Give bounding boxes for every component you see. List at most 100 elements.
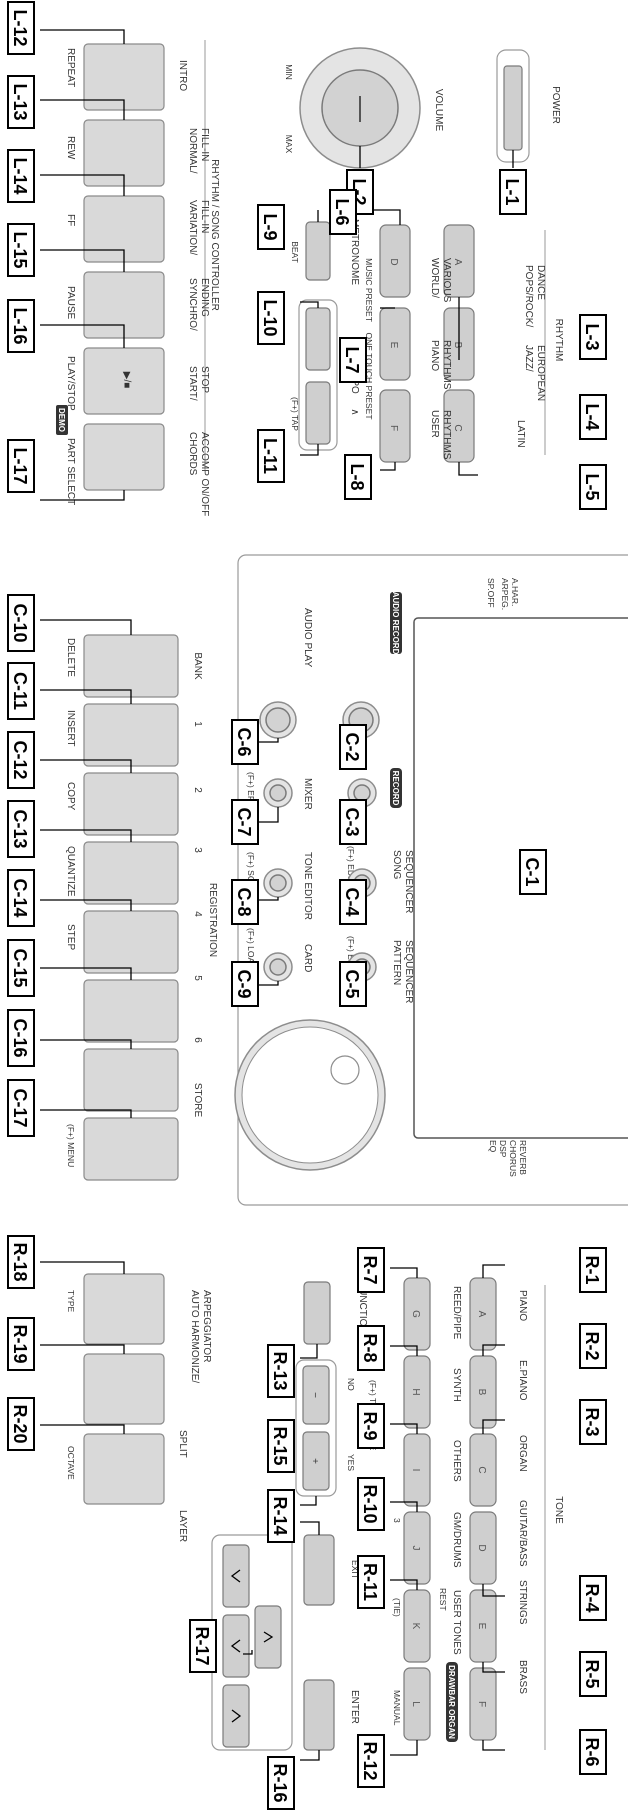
reg-6-button[interactable] (83, 1048, 179, 1112)
exit-button[interactable] (303, 1534, 335, 1606)
callout-l17-text: L-17 (10, 447, 30, 484)
yes-label: YES (346, 1454, 356, 1471)
function-label: FUNCTION (357, 1282, 368, 1334)
callout-r8: R-8 (357, 1325, 385, 1371)
plus-button[interactable] (302, 1431, 330, 1491)
callout-l3: L-3 (579, 314, 607, 360)
callout-c6-text: C-6 (234, 727, 254, 756)
tone-editor-button-inner (269, 874, 287, 892)
tone-l-letter: L (410, 1701, 421, 1707)
callout-r18-box (7, 1235, 35, 1289)
dial[interactable] (241, 1026, 379, 1164)
callout-r5: R-5 (579, 1651, 607, 1697)
synchro-line1: SYNCHRO/ (187, 278, 198, 331)
audio-record-text: AUDIO RECORD (391, 592, 400, 655)
callout-c1: C-1 (519, 849, 547, 895)
rhythm-c-letter: C (452, 424, 463, 431)
cursor-up-button[interactable] (254, 1605, 282, 1669)
power-button[interactable] (503, 65, 523, 151)
store-button[interactable] (83, 1117, 179, 1181)
leader-r6 (482, 1740, 505, 1751)
volume-label: VOLUME (433, 89, 444, 132)
callout-r5-text: R-5 (582, 1659, 602, 1688)
callout-c11-text: C-11 (10, 672, 30, 710)
callout-c2-box (339, 724, 367, 770)
layer-button[interactable] (83, 1433, 165, 1505)
callout-l7-box (339, 337, 367, 383)
accomp-button[interactable] (83, 423, 165, 491)
metronome-button[interactable] (305, 221, 331, 281)
callout-r4-text: R-4 (582, 1583, 602, 1612)
volume-min-label: MIN (284, 64, 294, 80)
callout-c17: C-17 (7, 1079, 35, 1137)
tempo-up-button[interactable] (305, 381, 331, 445)
minus-button[interactable] (302, 1365, 330, 1425)
auto-harmonize-button[interactable] (83, 1273, 165, 1345)
scale-label: (F+) SCALE (246, 852, 256, 898)
tone-i-letter: I (410, 1469, 421, 1472)
rhythm-piano-label: PIANORHYTHMS (429, 340, 452, 390)
sp-off-label: SP.OFF (486, 578, 496, 608)
start-line1: START/ (187, 366, 198, 401)
leader-r1 (482, 1264, 505, 1278)
callout-c10-text: C-10 (10, 603, 30, 642)
audio-play-label: AUDIO PLAY (302, 608, 313, 668)
callout-c16: C-16 (7, 1009, 35, 1067)
tone-piano-label: PIANO (517, 1290, 528, 1321)
callout-l6-text: L-6 (332, 199, 352, 226)
callout-c7: C-7 (231, 799, 259, 845)
callout-r16: R-16 (267, 1756, 295, 1810)
bank-button[interactable] (83, 634, 179, 698)
callout-r1: R-1 (579, 1247, 607, 1293)
rhythm-d-button[interactable] (379, 224, 411, 298)
reg-1-button[interactable] (83, 703, 179, 767)
rhythm-pops-label: POPS/ROCK/DANCE (523, 265, 546, 327)
music-preset-label: MUSIC PRESET (364, 258, 374, 322)
leader-r13 (300, 1344, 318, 1359)
reg-2-button[interactable] (83, 772, 179, 836)
rhythm-user-label: USERRHYTHMS (429, 410, 452, 460)
tempo-down-button[interactable] (305, 307, 331, 371)
reg-4-button[interactable] (83, 910, 179, 974)
callout-l15-text: L-15 (10, 231, 30, 268)
metronome-label: METRONOME (349, 219, 360, 285)
exit-label: EXIT (350, 1560, 360, 1579)
callout-c5-text: C-5 (342, 969, 362, 998)
callout-l14-box (7, 149, 35, 203)
synchro-label: SYNCHRO/ENDING (187, 278, 210, 331)
callout-c16-box (7, 1009, 35, 1067)
callout-c4-box (339, 879, 367, 925)
layer-label: LAYER (177, 1510, 188, 1542)
split-button[interactable] (83, 1353, 165, 1425)
function-button[interactable] (303, 1281, 331, 1345)
pause-label: PAUSE (65, 286, 76, 319)
normal-label: NORMAL/FILL-IN (187, 128, 210, 174)
tone-editor-label: TONE EDITOR (302, 852, 313, 920)
enter-button[interactable] (303, 1679, 335, 1751)
callout-c13-box (7, 800, 35, 858)
cursor-left-button[interactable] (222, 1544, 250, 1608)
cursor-left-arrow-icon (230, 1569, 241, 1583)
reg-3-button[interactable] (83, 841, 179, 905)
arpeg-label: ARPEG. (500, 578, 510, 610)
cursor-center-button[interactable] (222, 1614, 250, 1678)
callout-r2: R-2 (579, 1323, 607, 1369)
callout-r13-text: R-13 (270, 1351, 290, 1390)
repeat-label: REPEAT (65, 48, 76, 87)
reg-5-button[interactable] (83, 979, 179, 1043)
pops-line1: POPS/ROCK/ (523, 265, 534, 327)
rhythm-world-label: WORLD/VARIOUS (429, 258, 452, 303)
callout-r12: R-12 (357, 1734, 385, 1788)
callout-r15-text: R-15 (270, 1426, 290, 1465)
callout-c10-box (7, 594, 35, 652)
callout-r13-box (267, 1344, 295, 1398)
callout-c10: C-10 (7, 594, 35, 652)
callout-c17-text: C-17 (10, 1088, 30, 1127)
callout-c4-text: C-4 (342, 887, 362, 916)
cursor-right-button[interactable] (222, 1684, 250, 1748)
pattern-seq-line1: PATTERN (391, 940, 402, 985)
callout-l5-text: L-5 (582, 474, 602, 501)
leader-r2 (482, 1344, 505, 1356)
callout-r14: R-14 (267, 1489, 295, 1543)
leader-r5 (482, 1662, 505, 1673)
